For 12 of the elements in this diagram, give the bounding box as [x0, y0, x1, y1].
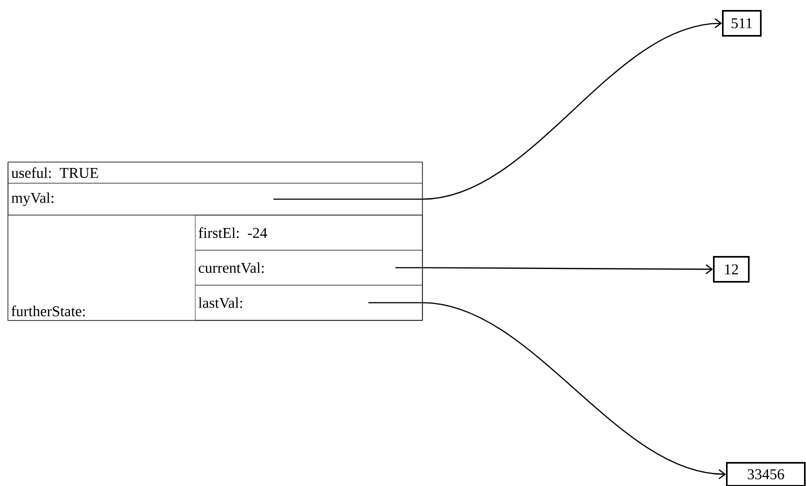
record-field: lastVal: [195, 285, 422, 320]
value-box: 12 [713, 256, 750, 283]
arrow [273, 18, 722, 200]
arrow [395, 264, 713, 274]
record-field: myVal: [8, 183, 422, 216]
record-field: currentVal: [195, 250, 422, 286]
value-box: 33456 [726, 462, 806, 486]
record-field: useful: TRUE [8, 162, 422, 184]
arrow [368, 302, 726, 480]
record-field: firstEl: -24 [195, 214, 422, 250]
record-box [8, 162, 423, 321]
value-box: 511 [722, 10, 762, 37]
